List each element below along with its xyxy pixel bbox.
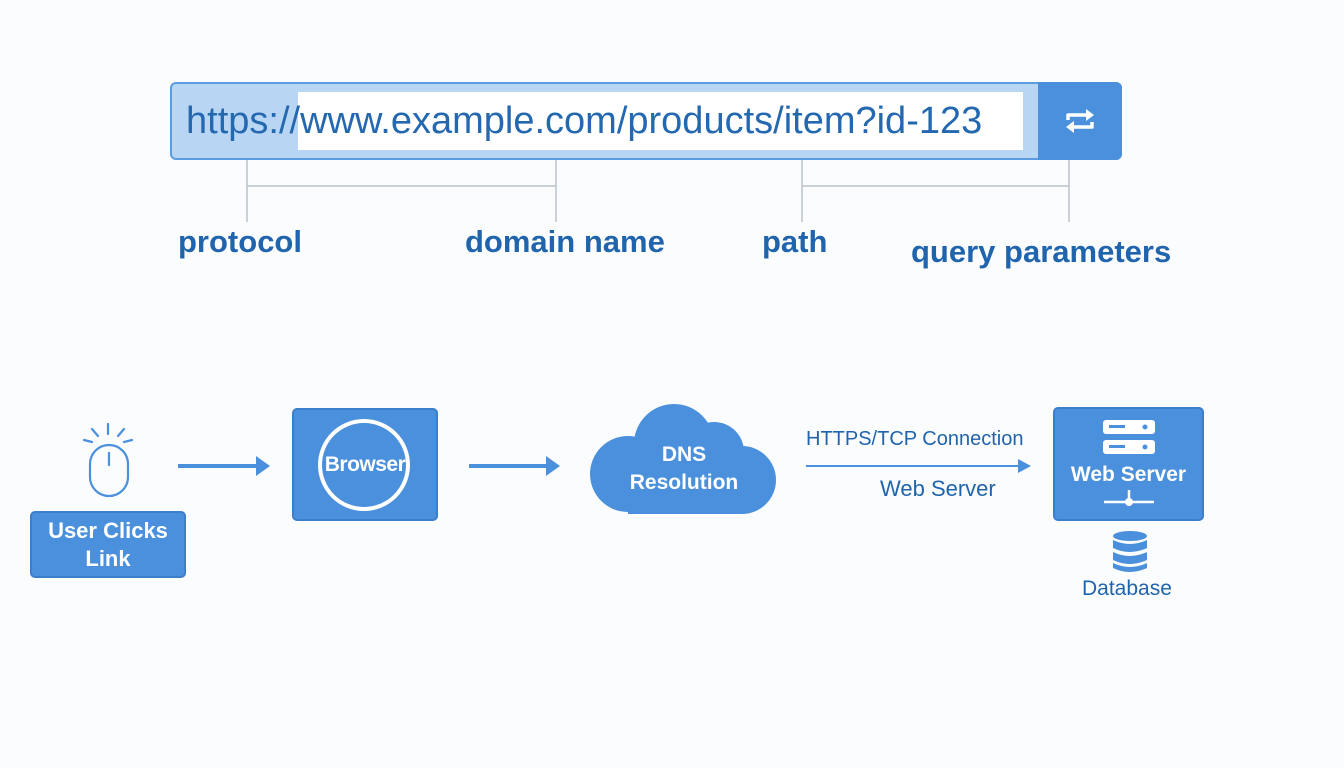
arrow-user-to-browser [178,456,270,476]
server-icon [1103,420,1155,454]
cloud-icon [590,404,776,514]
web-server-label: Web Server [1070,463,1187,486]
browser-circle-icon [318,419,410,511]
refresh-icon [1066,109,1094,133]
arrow-dns-to-server [806,459,1031,473]
refresh-button[interactable] [1038,82,1122,160]
url-rest: www.example.com/products/item?id-123 [300,100,983,142]
url-protocol: https:// [186,100,301,142]
label-domain-name: domain name [465,224,665,259]
connection-label: HTTPS/TCP Connection [806,428,1024,450]
url-text[interactable]: https://www.example.com/products/item?id… [186,98,982,144]
label-query-parameters: query parameters [911,234,1172,269]
label-protocol: protocol [178,224,302,259]
connection-sublabel: Web Server [880,476,996,501]
label-path: path [762,224,828,259]
browser-label: Browser [324,453,406,476]
dns-label-line1: DNS [661,443,707,466]
user-clicks-link-label: User Clicks Link [48,518,168,571]
user-clicks-link-box [30,511,186,578]
dns-label-line2: Resolution [629,471,739,494]
browser-box [292,408,438,521]
database-label: Database [1082,577,1172,600]
mouse-icon [82,422,134,498]
domain-bracket [246,160,557,222]
arrow-browser-to-dns [469,456,560,476]
database-icon [1113,531,1147,572]
query-bracket [801,160,1070,222]
network-icon [1104,490,1154,506]
url-selection-highlight [298,92,1023,150]
